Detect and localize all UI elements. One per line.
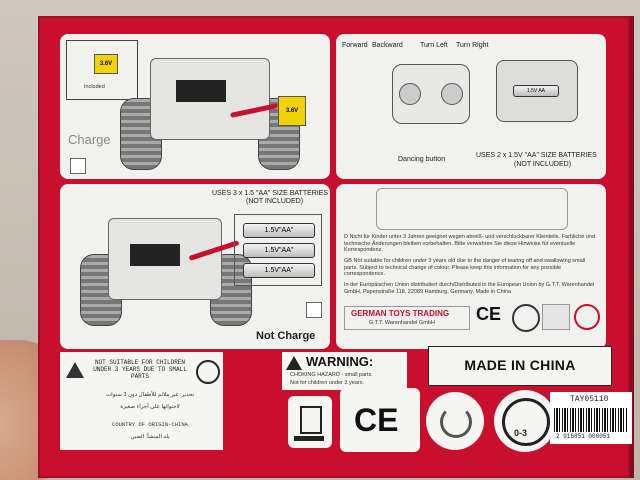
charge-checkbox <box>70 158 86 174</box>
brand-name: GERMAN TOYS TRADING <box>351 309 450 318</box>
battery-cell-label: 1.5V"AA" <box>264 227 294 234</box>
german-warning-text: D Nicht für Kinder unter 3 Jahren geeign… <box>344 234 595 254</box>
battery-slot <box>176 80 226 102</box>
barcode-label: TAY05110 2 916851 000051 <box>550 392 632 444</box>
toy-box-back: 3.6V Included 3.6V Charge Forward Backwa… <box>38 16 634 478</box>
battery-pack-icon: 3.6V <box>278 96 306 126</box>
battery-frame: 1.5V"AA" 1.5V"AA" 1.5V"AA" <box>234 214 322 286</box>
aa-battery-icon: 1.5V"AA" <box>243 243 315 258</box>
pack-volt: 3.6V <box>285 108 299 114</box>
choking-hazard-text: CHOKING HAZARD - small parts. <box>290 372 373 378</box>
made-in-china-label: MADE IN CHINA <box>428 346 612 386</box>
charger-frame <box>66 40 138 100</box>
ce-mark: CE <box>354 402 399 438</box>
ce-small-mark: CE <box>476 304 502 324</box>
not-charge-checkbox <box>306 302 322 318</box>
brand-logo: GERMAN TOYS TRADING G.T.T. Warenhandel G… <box>344 306 470 330</box>
product-code: TAY05110 <box>570 395 609 404</box>
backward-label: Backward <box>372 42 403 49</box>
remote-not-included: (NOT INCLUDED) <box>514 161 572 168</box>
warning-english: NOT SUITABLE FOR CHILDREN UNDER 3 YEARS … <box>93 359 187 380</box>
turn-left-label: Turn Left <box>420 42 448 49</box>
remote-batt-text: 1.5V AA <box>526 88 546 94</box>
no-small-parts-icon <box>574 304 600 330</box>
brand-sub: G.T.T. Warenhandel GmbH <box>369 320 435 326</box>
recycle-icon <box>512 304 540 332</box>
warning-triangle-icon <box>66 362 84 378</box>
remote-battery-compartment: 1.5V AA <box>496 60 578 122</box>
bin-shape <box>300 406 322 434</box>
bin-bar <box>294 436 324 441</box>
recycle-symbol-icon <box>426 392 484 450</box>
warning-label-left: NOT SUITABLE FOR CHILDREN UNDER 3 YEARS … <box>60 352 223 450</box>
barcode-bars <box>554 408 628 432</box>
battery-cell-label: 1.5V"AA" <box>264 247 294 254</box>
aa-battery-icon: 1.5V"AA" <box>243 223 315 238</box>
car-silhouette-drawing <box>376 188 568 230</box>
battery-slot <box>130 244 180 266</box>
age-warning-icon: 0-3 <box>494 390 556 452</box>
warning-title: WARNING: <box>306 354 374 369</box>
info-text-panel: D Nicht für Kinder unter 3 Jahren geeign… <box>336 184 606 349</box>
charge-panel: 3.6V Included 3.6V Charge <box>60 34 330 179</box>
remote-panel: Forward Backward Turn Left Turn Right Da… <box>336 34 606 179</box>
car-not-included: (NOT INCLUDED) <box>246 198 304 205</box>
choking-warning-label: WARNING: CHOKING HAZARD - small parts. N… <box>282 352 407 390</box>
charger-battery-icon: 3.6V <box>94 54 118 74</box>
not-charge-car-drawing <box>80 204 260 344</box>
not-charge-panel: USES 3 x 1.5 "AA" SIZE BATTERIES (NOT IN… <box>60 184 330 349</box>
remote-control-drawing <box>392 64 470 124</box>
age-ring <box>502 398 550 446</box>
car-batteries-text: USES 3 x 1.5 "AA" SIZE BATTERIES <box>212 190 329 197</box>
country-of-origin: COUNTRY OF ORIGIN-CHINA <box>112 421 188 428</box>
charger-volt: 3.6V <box>99 61 113 67</box>
certification-icon <box>542 304 570 330</box>
aa-battery-icon: 1.5V AA <box>513 85 559 97</box>
battery-cell-label: 1.5V"AA" <box>264 267 294 274</box>
warning-arabic-2: لاحتوائها على أجزاء صغيرة <box>120 404 180 410</box>
distributor-text: In der Europäischen Union distributiert … <box>344 282 595 295</box>
dancing-button-label: Dancing button <box>398 156 446 163</box>
aa-battery-icon: 1.5V"AA" <box>243 263 315 278</box>
recycle-arrows <box>440 406 472 438</box>
weee-bin-icon <box>288 396 332 448</box>
warning-triangle-icon <box>286 356 302 370</box>
charge-label: Charge <box>68 132 111 147</box>
forward-label: Forward <box>342 42 368 49</box>
right-stick <box>441 83 463 105</box>
ce-mark-box: CE <box>340 388 420 452</box>
made-in-china-text: MADE IN CHINA <box>464 357 576 373</box>
english-warning-text: GB Not suitable for children under 3 yea… <box>344 258 586 278</box>
age-range-text: 0-3 <box>514 428 528 438</box>
left-stick <box>399 83 421 105</box>
turn-right-label: Turn Right <box>456 42 489 49</box>
remote-batteries-text: USES 2 x 1.5V "AA" SIZE BATTERIES <box>476 152 597 159</box>
not-charge-label: Not Charge <box>256 330 316 342</box>
age-warning-text: Not for children under 3 years. <box>290 380 364 386</box>
country-of-origin-arabic: بلد المنشأ: الصين <box>130 434 170 440</box>
barcode-digits: 2 916851 000051 <box>556 433 611 440</box>
no-under-3-icon <box>196 360 220 384</box>
warning-arabic-1: تحذير: غير ملائم للأطفال دون 3 سنوات <box>105 392 195 398</box>
included-label: Included <box>84 84 105 90</box>
